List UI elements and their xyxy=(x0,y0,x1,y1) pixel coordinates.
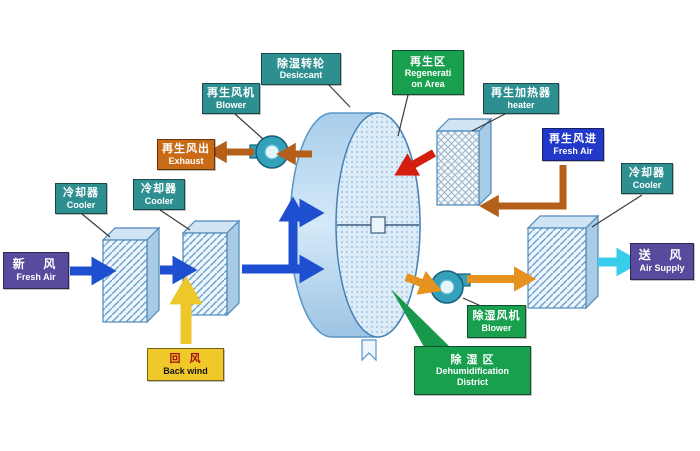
leader-regen-heater xyxy=(471,113,506,132)
regen-blower-fan xyxy=(249,135,289,169)
label-regen-fresh-air-en: Fresh Air xyxy=(553,145,593,156)
label-dehumid-district: 除 湿 区 Dehumidification District xyxy=(414,346,531,395)
label-cooler-right-zh: 冷却器 xyxy=(629,167,665,179)
label-fresh-air-in-en: Fresh Air xyxy=(16,272,56,283)
cooler-box-right xyxy=(526,214,600,310)
leader-dehumid-blower xyxy=(462,297,482,307)
label-dehumid-district-en1: Dehumidification xyxy=(435,366,509,377)
label-cooler-2-en: Cooler xyxy=(144,195,174,206)
leader-regen-blower xyxy=(234,113,264,140)
label-regen-area-en1: Regenerati xyxy=(404,68,452,79)
label-exhaust: 再生风出 Exhaust xyxy=(157,139,215,170)
label-regen-heater: 再生加热器 heater xyxy=(483,83,559,114)
leader-cooler1 xyxy=(81,213,111,238)
regen-heater-box xyxy=(435,117,493,207)
label-cooler-1-en: Cooler xyxy=(66,199,96,210)
label-regen-fresh-air: 再生风进 Fresh Air xyxy=(542,128,604,161)
label-air-supply-zh: 送 风 xyxy=(638,248,686,263)
label-regen-blower: 再生风机 Blower xyxy=(202,83,260,114)
wheel-hub xyxy=(370,216,386,234)
label-cooler-right-en: Cooler xyxy=(632,179,662,190)
label-back-wind: 回 风 Back wind xyxy=(147,348,224,381)
arrow-regen-freshair-to-heater xyxy=(479,165,567,218)
label-regen-heater-en: heater xyxy=(507,99,535,110)
label-desiccant-wheel-zh: 除湿转轮 xyxy=(277,57,325,70)
label-cooler-2: 冷却器 Cooler xyxy=(133,179,185,210)
label-fresh-air-in: 新 风 Fresh Air xyxy=(3,252,69,289)
dehumid-district-pointer xyxy=(391,289,450,352)
leader-regen-area xyxy=(397,94,409,137)
label-dehumid-blower-en: Blower xyxy=(481,322,512,333)
label-regen-area: 再生区 Regenerati on Area xyxy=(392,50,464,95)
leader-desiccant xyxy=(327,83,351,108)
label-regen-area-zh: 再生区 xyxy=(410,55,446,68)
leader-cooler2 xyxy=(159,209,191,231)
label-dehumid-district-en2: District xyxy=(456,376,488,387)
label-desiccant-wheel-en: Desiccant xyxy=(279,70,323,81)
label-air-supply-en: Air Supply xyxy=(639,263,685,274)
label-back-wind-zh: 回 风 xyxy=(169,353,202,365)
label-fresh-air-in-zh: 新 风 xyxy=(12,257,60,272)
label-cooler-1-zh: 冷却器 xyxy=(63,187,99,199)
label-regen-blower-en: Blower xyxy=(215,99,246,110)
supply-air-arrows xyxy=(404,266,537,295)
label-desiccant-wheel: 除湿转轮 Desiccant xyxy=(261,53,341,85)
label-regen-heater-zh: 再生加热器 xyxy=(491,87,551,99)
desiccant-wheel xyxy=(289,112,421,362)
label-dehumid-blower: 除湿风机 Blower xyxy=(467,305,526,338)
regen-air-arrows xyxy=(207,140,567,218)
arrow-wheel-to-dehumid-blower xyxy=(404,270,442,295)
label-cooler-right: 冷却器 Cooler xyxy=(621,163,673,194)
label-air-supply: 送 风 Air Supply xyxy=(630,243,694,280)
arrow-heater-to-wheel xyxy=(394,149,436,176)
cooler-box-1 xyxy=(101,226,161,324)
wheel-ribbon-tag xyxy=(361,339,377,362)
label-back-wind-en: Back wind xyxy=(163,365,208,376)
process-air-arrows xyxy=(70,196,325,286)
label-regen-blower-zh: 再生风机 xyxy=(207,87,255,99)
label-dehumid-blower-zh: 除湿风机 xyxy=(472,310,521,322)
leader-cooler-right xyxy=(591,194,643,228)
label-dehumid-district-zh: 除 湿 区 xyxy=(450,353,495,366)
label-exhaust-en: Exhaust xyxy=(168,155,204,166)
label-cooler-1: 冷却器 Cooler xyxy=(55,183,107,214)
leader-lines xyxy=(81,83,643,307)
label-regen-fresh-air-zh: 再生风进 xyxy=(549,133,597,145)
label-exhaust-zh: 再生风出 xyxy=(162,143,210,155)
label-cooler-2-zh: 冷却器 xyxy=(141,183,177,195)
label-regen-area-en2: on Area xyxy=(411,78,445,89)
